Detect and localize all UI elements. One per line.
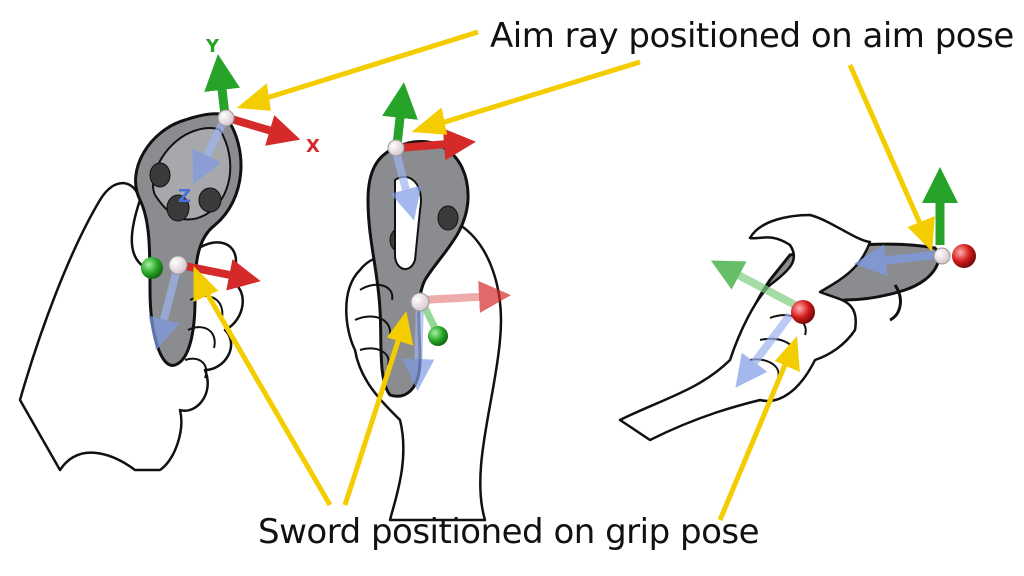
right-trigger: [889, 284, 902, 322]
grip-callout-right-head: [774, 335, 800, 372]
aim-callout-left: [259, 29, 479, 103]
right-grip-x-ball: [791, 300, 815, 324]
left-aim-x-axis: [226, 114, 301, 146]
left-button-1: [149, 162, 171, 188]
middle-fingers: [354, 283, 394, 366]
right-aim-z-axis: [854, 244, 936, 277]
callout-lines: [193, 29, 935, 521]
grip-callout-middle-head: [386, 310, 414, 346]
axis-label-y: Y: [205, 36, 220, 57]
right-hand: [618, 213, 872, 442]
aim-callout-left-head: [236, 83, 271, 111]
aim-callout-middle: [434, 59, 641, 128]
aim-pose-caption: Aim ray positioned on aim pose: [490, 16, 1014, 56]
middle-grip-origin: [410, 292, 430, 312]
left-aim-y-axis: [204, 54, 240, 116]
aim-callout-right-head: [907, 216, 935, 252]
middle-grip-y-ball: [428, 326, 448, 346]
middle-aim-y-axis: [382, 82, 418, 146]
middle-aim-x-axis: [397, 128, 476, 161]
grip-pose-caption: Sword positioned on grip pose: [258, 512, 760, 552]
left-button-2: [198, 187, 222, 213]
middle-grip-z-axis: [402, 299, 435, 391]
middle-grip-x-axis: [421, 280, 511, 313]
middle-controller-illustration: [345, 82, 511, 522]
grip-callout-right: [717, 359, 790, 521]
axis-label-z: Z: [178, 186, 191, 207]
aim-callout-middle-head: [411, 107, 448, 135]
right-aim-x-ball: [952, 244, 976, 268]
grip-callout-middle: [342, 334, 403, 506]
middle-aim-z-axis: [390, 146, 422, 221]
left-controller-illustration: Y X Z: [18, 36, 320, 472]
right-aim-origin: [933, 247, 951, 265]
left-grip-z-axis: [148, 264, 182, 351]
right-grip-z-axis: [735, 312, 794, 388]
left-aim-z-axis: [192, 116, 229, 185]
left-grip-y-ball: [141, 257, 163, 279]
axis-label-x: X: [306, 136, 320, 157]
left-grip-origin: [168, 255, 188, 275]
left-aim-origin: [217, 109, 235, 127]
middle-aim-origin: [387, 139, 405, 157]
aim-callout-right: [847, 63, 925, 230]
left-grip-x-axis: [179, 259, 261, 291]
left-button-3: [166, 194, 190, 222]
middle-button-1: [437, 205, 459, 231]
grip-callout-left: [202, 288, 333, 507]
grip-callout-left-head: [193, 265, 219, 302]
right-grip-y-axis: [710, 260, 797, 309]
